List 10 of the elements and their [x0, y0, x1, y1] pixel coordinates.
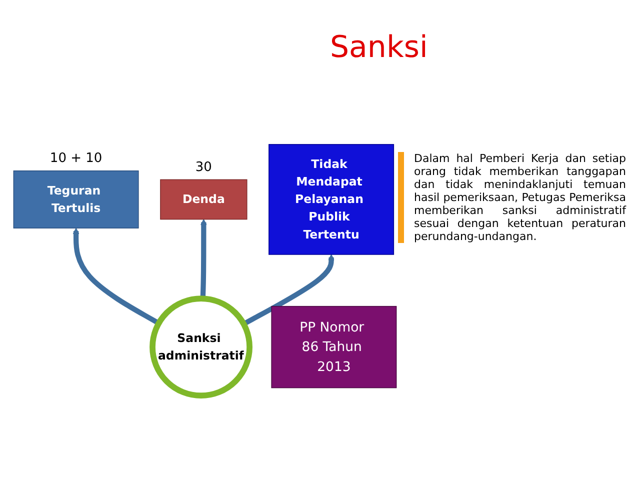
- node-box: Denda: [160, 179, 248, 220]
- arrow: [72, 228, 160, 326]
- node-box: PP Nomor 86 Tahun 2013: [271, 306, 397, 388]
- node-box: Teguran Tertulis: [13, 170, 139, 228]
- node-circle: Sanksi administratif: [150, 296, 252, 399]
- description-paragraph: Dalam hal Pemberi Kerja dan setiap orang tidak memberikan tanggapan dan tidak menindaklanjuti temuan hasil pemeriksaan, Petugas Pemeriksa memberikan sanksi administratif sesuai dengan ketentuan peraturan perundang-undangan.: [398, 152, 626, 243]
- count-label: 10 + 10: [50, 150, 102, 166]
- slide-title: Sanksi: [330, 30, 428, 65]
- count-label: 30: [195, 160, 212, 175]
- node-box: Tidak Mendapat Pelayanan Publik Tertentu: [268, 144, 394, 255]
